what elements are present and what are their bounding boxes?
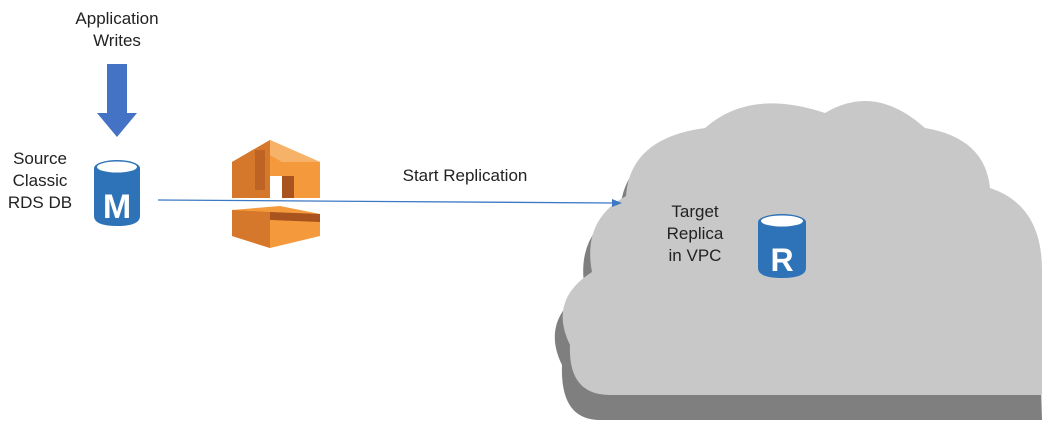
start-replication-label: Start Replication — [402, 166, 528, 185]
target-db-letter: R — [770, 242, 793, 278]
aws-database-migration-service-icon — [232, 140, 320, 248]
application-writes-line-1: Application — [75, 9, 159, 28]
target-replica-label: Target Replica in VPC — [660, 201, 730, 267]
target-db-icon: R — [758, 214, 806, 278]
target-label-line-1: Target — [671, 202, 719, 221]
application-writes-label: Application Writes — [57, 8, 177, 52]
replication-arrow — [157, 199, 622, 207]
source-db-icon: M — [94, 160, 140, 226]
target-label-line-3: in VPC — [668, 246, 722, 265]
source-label-line-3: RDS DB — [7, 193, 73, 212]
source-label-line-2: Classic — [12, 171, 68, 190]
application-writes-arrow — [97, 64, 137, 137]
target-label-line-2: Replica — [666, 224, 724, 243]
source-db-letter: M — [103, 188, 131, 226]
source-db-label: Source Classic RDS DB — [0, 148, 80, 214]
source-label-line-1: Source — [13, 149, 67, 168]
application-writes-line-2: Writes — [93, 31, 141, 50]
